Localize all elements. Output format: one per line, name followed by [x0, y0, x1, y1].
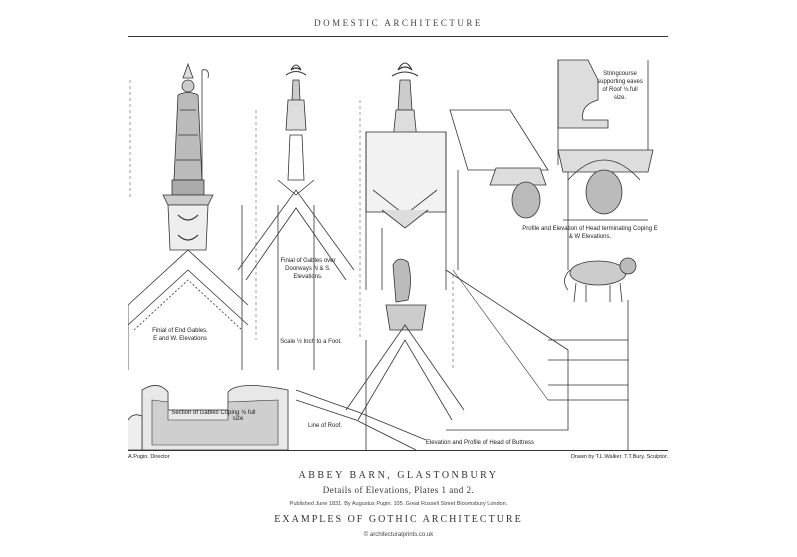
bishop-statue	[162, 62, 214, 206]
series-title: EXAMPLES OF GOTHIC ARCHITECTURE	[274, 514, 523, 525]
top-rule	[128, 36, 668, 37]
plate-subtitle: Details of Elevations, Plates 1 and 2.	[322, 485, 475, 495]
label-section-gables: Section of Gables	[171, 410, 219, 416]
label-finial-gables: Finial of Gables over Doorways N & S. El…	[280, 258, 336, 280]
label-elevation-buttress: Elevation and Profile of Head of Buttres…	[425, 440, 535, 446]
roof-line-section	[295, 340, 427, 450]
label-coping: Coping ⅛ full size	[220, 410, 256, 422]
cat-gable-figure	[345, 258, 465, 421]
credit-right: Drawn by T.L.Walker. T.T.Bury. Sculptor.	[571, 454, 668, 460]
label-stringcourse: Stringcourse supporting eaves of Roof ⅛ …	[597, 71, 643, 101]
architectural-plate	[128, 59, 654, 450]
publication-line: Published June 1831. By Augustus Pugin. …	[289, 501, 508, 507]
label-line-of-roof: Line of Roof.	[307, 423, 343, 429]
corbel-heads	[489, 149, 654, 221]
gable-left	[128, 204, 249, 370]
finial-center	[365, 62, 447, 290]
animal-figure	[564, 257, 637, 303]
stringcourse-profile	[557, 59, 649, 165]
plate-title: ABBEY BARN, GLASTONBURY	[298, 470, 499, 481]
label-scale: Scale ½ Inch to a Foot.	[280, 339, 342, 345]
header-title: DOMESTIC ARCHITECTURE	[314, 18, 483, 28]
copyright-text: © architecturalprints.co.uk	[363, 532, 434, 538]
credit-left: A.Pugin. Director	[128, 454, 170, 460]
bottom-rule	[128, 450, 668, 451]
label-profile-head: Profile and Elevation of Head terminatin…	[522, 226, 658, 240]
finial-gable-middle	[237, 64, 355, 370]
buttress-right	[445, 109, 629, 450]
label-finial-end: Finial of End Gables. E and W. Elevation…	[152, 328, 208, 342]
gable-section	[128, 385, 289, 450]
